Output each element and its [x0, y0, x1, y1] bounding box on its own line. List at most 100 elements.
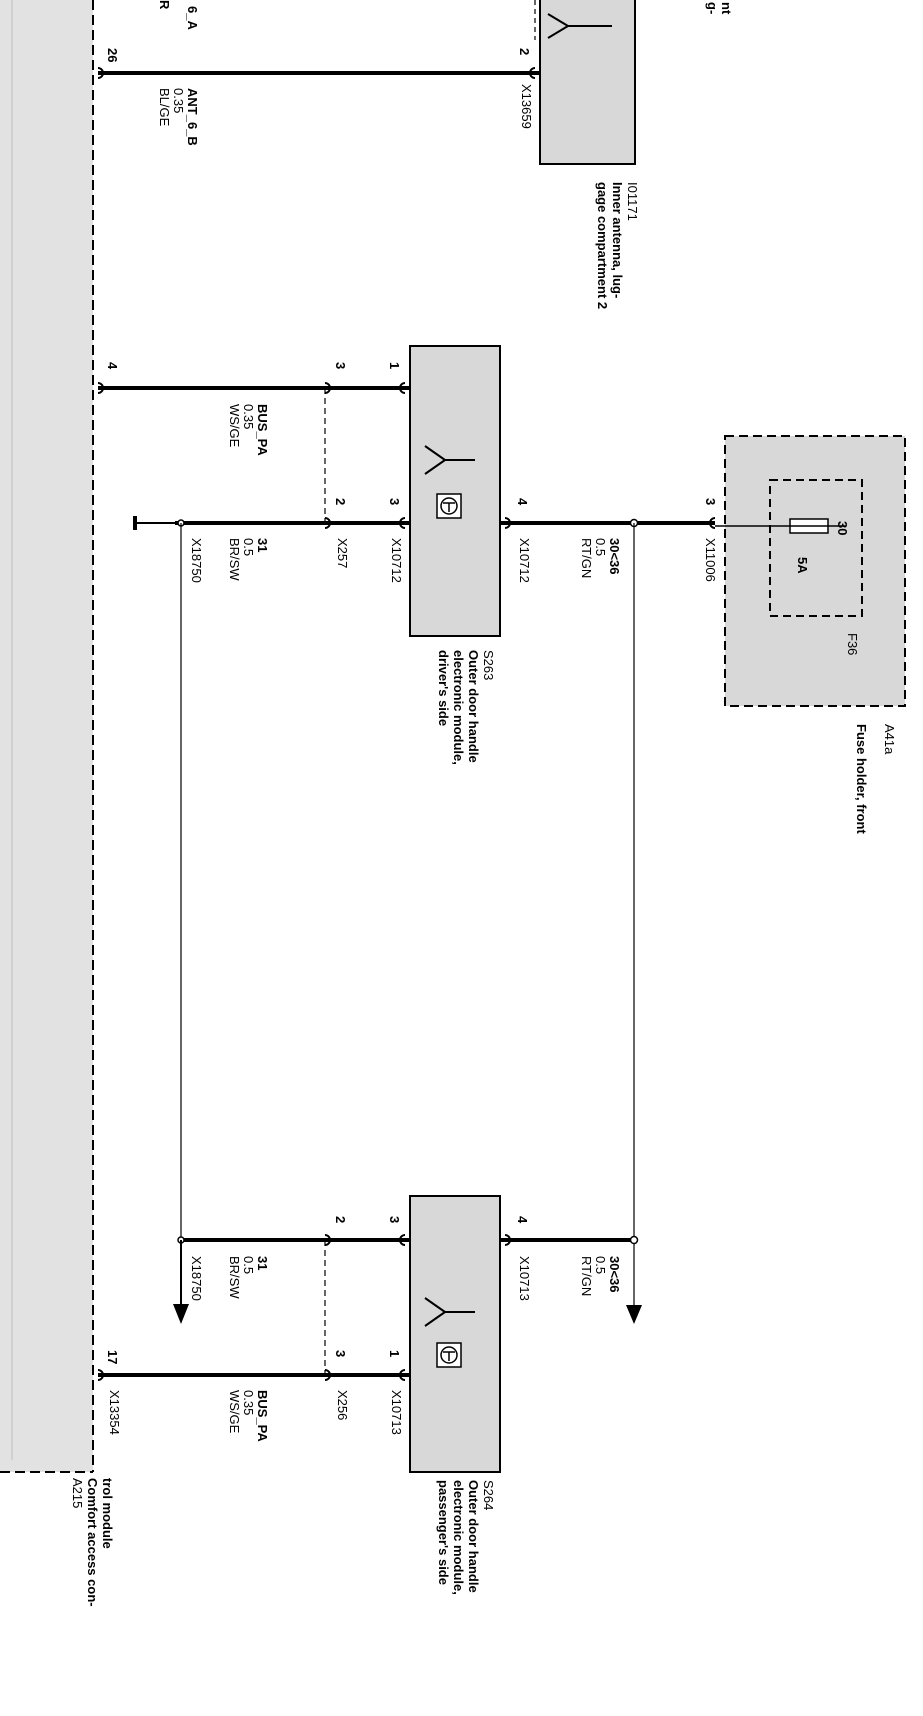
svg-text:0.5: 0.5	[593, 1256, 608, 1274]
passenger-sensor-icon-mark	[443, 1351, 455, 1361]
svg-text:31: 31	[255, 1256, 270, 1270]
driver-handle-name-1: Outer door handle	[466, 650, 481, 763]
wire-label-bus-passenger: BUS_PA 0.35 WS/GE	[227, 1390, 270, 1442]
svg-text:X257: X257	[335, 538, 350, 568]
terminal-drv-4	[504, 517, 511, 529]
pin-x257-3: 3	[333, 362, 348, 369]
svg-text:ANT_6_B: ANT_6_B	[185, 88, 200, 146]
connector-x13354: X13354	[107, 1390, 122, 1435]
svg-text:3: 3	[387, 498, 402, 505]
terminal-module-17	[97, 1369, 104, 1381]
comfort-module-label: A215 Comfort access con- trol module	[70, 1478, 115, 1607]
fuse-holder-name: Fuse holder, front	[854, 724, 869, 834]
svg-text:WS/GE: WS/GE	[227, 404, 242, 448]
svg-text:X18750: X18750	[189, 1256, 204, 1301]
svg-text:RT/GN: RT/GN	[579, 1256, 594, 1296]
wire-label-pwr-passenger: 30<36 0.5 RT/GN	[579, 1256, 622, 1296]
svg-text:X10713: X10713	[389, 1390, 404, 1435]
wire-label-bus-driver: BUS_PA 0.35 WS/GE	[227, 404, 270, 456]
svg-text:0.5: 0.5	[241, 538, 256, 556]
terminal-x257-3	[324, 382, 331, 394]
driver-handle-name-3: driver's side	[436, 650, 451, 726]
pin-pas-3: 3	[387, 1216, 402, 1223]
terminal-drv-3-low	[399, 517, 406, 529]
wire-label-ant-b: ANT_6_B 0.35 BL/GE	[157, 88, 200, 146]
connector-x257: X257	[335, 538, 350, 568]
svg-text:BR/SW: BR/SW	[227, 1256, 242, 1299]
svg-text:4: 4	[515, 498, 530, 506]
svg-text:2: 2	[517, 48, 532, 55]
svg-text:26: 26	[105, 48, 120, 62]
passenger-handle-label: S264 Outer door handle electronic module…	[436, 1480, 496, 1595]
inner-antenna-id: I01171	[625, 182, 640, 221]
svg-text:3: 3	[333, 362, 348, 369]
terminal-fuse-3	[709, 517, 716, 529]
wire-label-gnd-passenger: 31 0.5 BR/SW	[227, 1256, 270, 1299]
terminal-antenna-2	[529, 67, 536, 79]
partial-label-1: g-	[705, 2, 720, 14]
driver-sensor-icon-mark	[443, 502, 455, 512]
svg-text:R: R	[157, 0, 172, 10]
svg-text:BL/GE: BL/GE	[157, 88, 172, 127]
driver-handle-box	[409, 345, 501, 637]
terminal-drv-1	[399, 382, 406, 394]
passenger-handle-box	[409, 1195, 501, 1473]
pin-x256-3: 3	[333, 1350, 348, 1357]
svg-text:X13659: X13659	[519, 84, 534, 129]
inner-antenna-name-line1: Inner antenna, lug-	[610, 182, 625, 298]
svg-text:1: 1	[387, 1350, 402, 1357]
pin-x257-2: 2	[333, 498, 348, 505]
driver-handle-label: S263 Outer door handle electronic module…	[436, 650, 496, 765]
pin-pas-1: 1	[387, 1350, 402, 1357]
svg-text:3: 3	[703, 498, 718, 505]
connector-x256: X256	[335, 1390, 350, 1420]
svg-text:4: 4	[515, 1216, 530, 1224]
svg-text:2: 2	[333, 1216, 348, 1223]
svg-text:0.35: 0.35	[171, 88, 186, 113]
passenger-antenna-icon	[424, 1297, 475, 1327]
svg-text:0.35: 0.35	[241, 404, 256, 429]
pin-antenna-2: 2	[517, 48, 532, 55]
arrow-down-ground	[173, 1304, 189, 1324]
svg-text:1: 1	[387, 362, 402, 369]
driver-antenna-icon	[424, 445, 475, 475]
pin-module-26: 26	[105, 48, 120, 62]
connector-x10712-b: X10712	[517, 538, 532, 583]
splice-power-passenger	[629, 1235, 639, 1245]
arrow-down-power	[626, 1305, 642, 1324]
svg-text:F36: F36	[845, 633, 860, 655]
svg-text:3: 3	[333, 1350, 348, 1357]
terminal-x257-2	[324, 517, 331, 529]
pin-drv-4: 4	[515, 498, 530, 506]
inner-antenna-box	[539, 0, 636, 165]
svg-text:6_A: 6_A	[185, 6, 200, 30]
passenger-handle-id: S264	[481, 1480, 496, 1510]
fuse-holder-inner	[769, 479, 863, 617]
pin-fuse-3: 3	[703, 498, 718, 505]
comfort-module-id: A215	[70, 1478, 85, 1508]
terminal-module-4	[97, 382, 104, 394]
svg-text:2: 2	[333, 498, 348, 505]
svg-text:0.5: 0.5	[241, 1256, 256, 1274]
driver-sensor-icon-circle	[440, 497, 458, 515]
svg-text:RT/GN: RT/GN	[579, 538, 594, 578]
svg-text:0.5: 0.5	[593, 538, 608, 556]
svg-text:BR/SW: BR/SW	[227, 538, 242, 581]
passenger-handle-name-1: Outer door handle	[466, 1480, 481, 1593]
svg-text:5A: 5A	[795, 557, 810, 574]
antenna-partial-label: g- nt	[705, 2, 734, 15]
svg-text:31: 31	[255, 538, 270, 552]
terminal-x256-3	[324, 1369, 331, 1381]
svg-text:X10712: X10712	[517, 538, 532, 583]
comfort-module-body	[0, 0, 93, 1472]
connector-x10713-a: X10713	[517, 1256, 532, 1301]
comfort-module-name-line2: trol module	[100, 1478, 115, 1549]
pin-x256-2: 2	[333, 1216, 348, 1223]
terminal-pas-4	[504, 1234, 511, 1246]
terminal-module-26	[97, 67, 104, 79]
svg-text:X10712: X10712	[389, 538, 404, 583]
fuse-rating-label: 5A	[795, 557, 810, 574]
driver-handle-id: S263	[481, 650, 496, 680]
